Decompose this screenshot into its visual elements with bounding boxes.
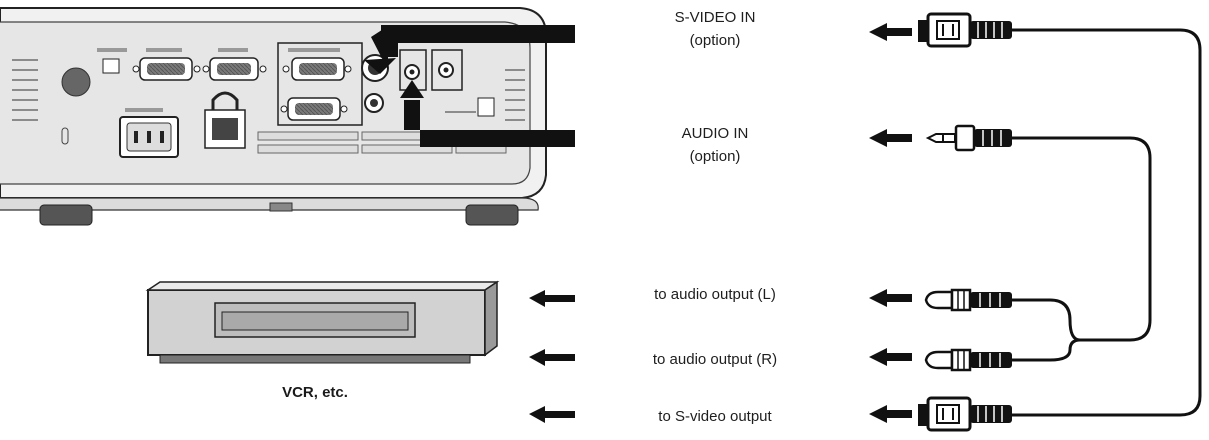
vcr-caption: VCR, etc. (282, 384, 348, 401)
projector-foot-right (465, 204, 519, 226)
mini-jack-plug-icon (925, 124, 1012, 152)
dc-out-port (477, 97, 495, 117)
s-video-plug-icon (918, 12, 1012, 48)
s-video-plug-icon (918, 396, 1012, 432)
svideo-out-label: to S-video output (658, 408, 772, 425)
arrow-left-icon (869, 23, 912, 423)
arrow-left-icon (529, 290, 575, 423)
lock-slot (211, 91, 239, 112)
audio-in-label: AUDIO IN (option) (640, 122, 790, 168)
svideo-pointer-arrow (364, 25, 575, 74)
svideo-in-label: S-VIDEO IN (option) (640, 6, 790, 52)
projector-foot-left (39, 204, 93, 226)
svideo-in-label-line1: S-VIDEO IN (674, 9, 756, 26)
projector-rear-panel (0, 7, 548, 226)
rca-plug-icon (924, 348, 1012, 372)
cable-wires (1012, 28, 1202, 417)
audio-in-label-line2: (option) (689, 148, 741, 165)
vcr-device (145, 280, 500, 364)
rca-plug-icon (924, 288, 1012, 312)
audio-out-r-label: to audio output (R) (652, 351, 778, 368)
audio-in-label-line1: AUDIO IN (681, 125, 749, 142)
speaker-grille (61, 67, 91, 97)
svideo-in-label-line2: (option) (689, 32, 741, 49)
audio-pointer-arrow (400, 80, 575, 147)
audio-out-l-label: to audio output (L) (654, 286, 776, 303)
usb-port (102, 58, 120, 74)
